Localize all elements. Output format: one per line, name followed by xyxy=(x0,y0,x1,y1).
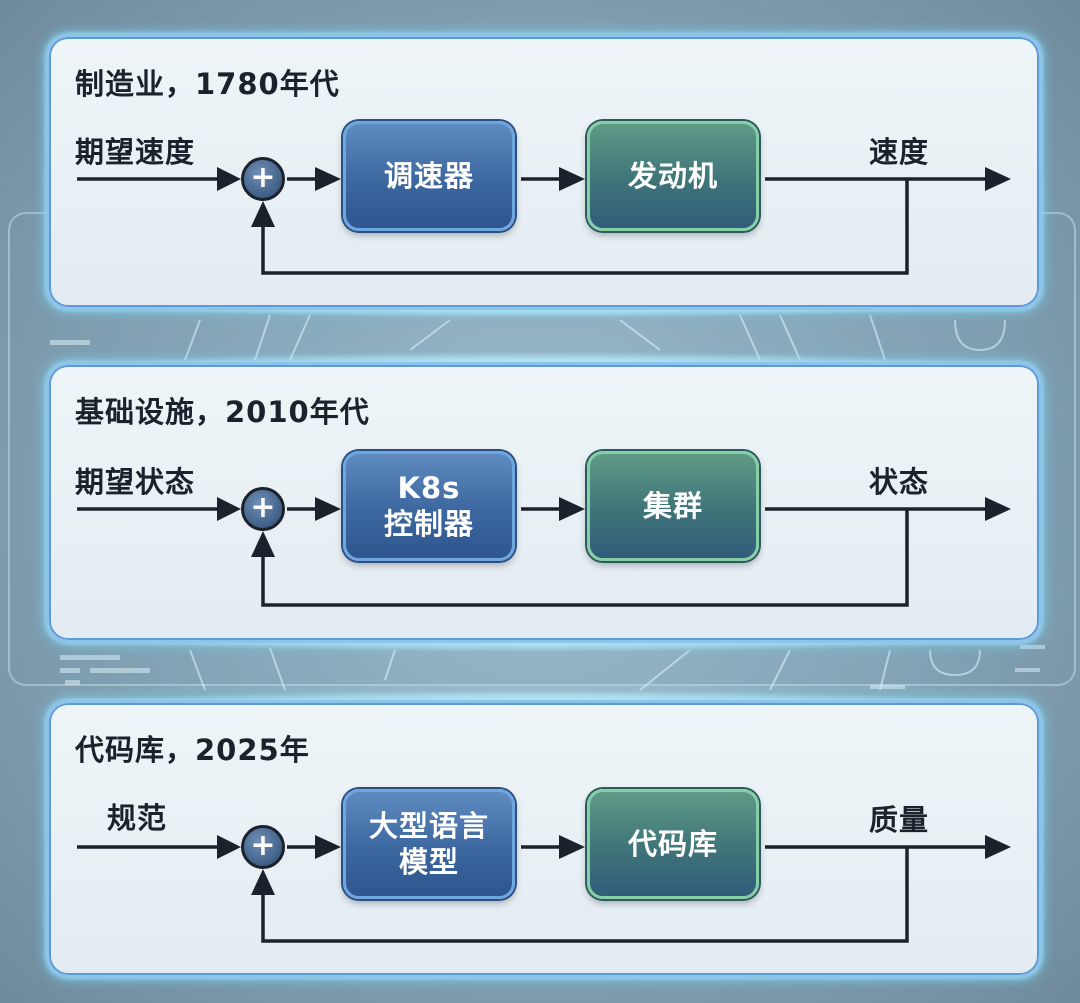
arrow-icon xyxy=(559,167,585,191)
panel-title: 制造业，1780年代 xyxy=(75,67,340,101)
input-label: 期望状态 xyxy=(75,465,196,499)
arrow-icon xyxy=(251,531,275,557)
panel-title: 代码库，2025年 xyxy=(75,733,310,767)
arrow-icon xyxy=(315,835,341,859)
controller-block: 大型语言 模型 xyxy=(343,789,515,899)
input-label: 期望速度 xyxy=(75,135,196,169)
panel-codebase: 代码库，2025年 规范 + 大型语言 模型 代码库 质量 xyxy=(46,700,1042,978)
output-label: 状态 xyxy=(869,465,930,499)
controller-label-line1: 大型语言 xyxy=(368,809,489,843)
summing-junction-icon: + xyxy=(241,825,285,869)
signal-wires xyxy=(77,835,1011,943)
output-label: 速度 xyxy=(869,135,930,169)
arrow-icon xyxy=(559,497,585,521)
plant-label: 代码库 xyxy=(627,827,718,861)
controller-block: K8s 控制器 xyxy=(343,451,515,561)
panel-title: 基础设施，2010年代 xyxy=(75,395,370,429)
signal-wires xyxy=(77,497,1011,607)
arrow-icon xyxy=(985,835,1011,859)
controller-label: 调速器 xyxy=(383,159,474,193)
plant-block: 发动机 xyxy=(587,121,759,231)
arrow-icon xyxy=(315,167,341,191)
controller-label-line1: K8s xyxy=(397,471,461,505)
arrow-icon xyxy=(251,869,275,895)
arrow-icon xyxy=(559,835,585,859)
arrow-icon xyxy=(217,835,241,859)
controller-label-line2: 模型 xyxy=(398,845,459,879)
summing-junction-icon: + xyxy=(241,157,285,201)
arrow-icon xyxy=(251,201,275,227)
panel-infrastructure: 基础设施，2010年代 期望状态 + K8s 控制器 集群 状态 xyxy=(46,362,1042,643)
arrow-icon xyxy=(217,497,241,521)
summing-junction-icon: + xyxy=(241,487,285,531)
arrow-icon xyxy=(985,497,1011,521)
plant-block: 代码库 xyxy=(587,789,759,899)
plant-label: 集群 xyxy=(642,489,703,523)
controller-block: 调速器 xyxy=(343,121,515,231)
panel-manufacturing: 制造业，1780年代 期望速度 + 调速器 发动机 速度 xyxy=(46,34,1042,310)
controller-label-line2: 控制器 xyxy=(383,507,474,541)
arrow-icon xyxy=(985,167,1011,191)
arrow-icon xyxy=(217,167,241,191)
signal-wires xyxy=(77,167,1011,275)
arrow-icon xyxy=(315,497,341,521)
plant-block: 集群 xyxy=(587,451,759,561)
output-label: 质量 xyxy=(869,803,930,837)
input-label: 规范 xyxy=(107,801,168,835)
plant-label: 发动机 xyxy=(627,159,718,193)
